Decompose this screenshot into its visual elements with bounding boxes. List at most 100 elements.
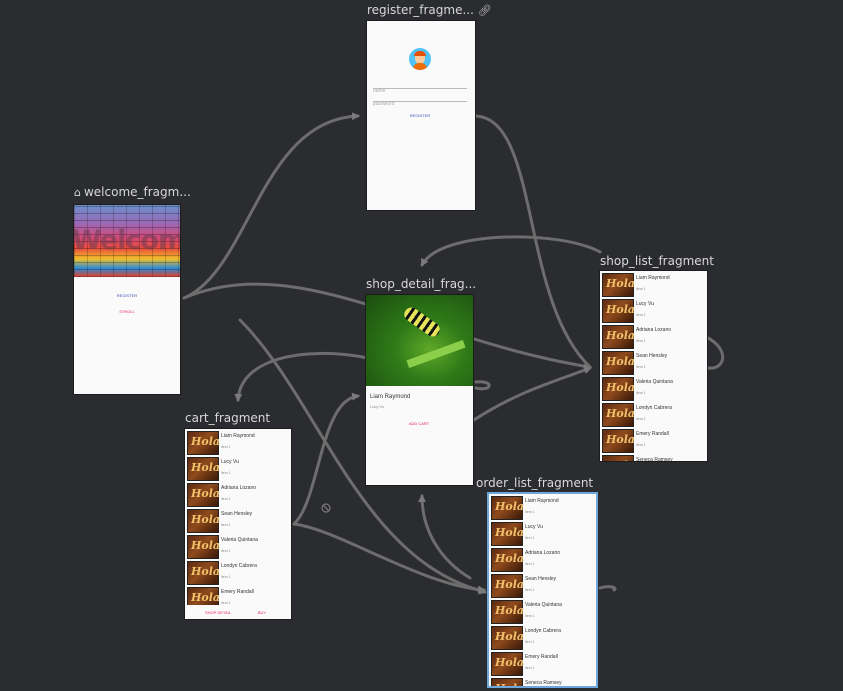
item-subtitle: item 1 (636, 391, 646, 395)
item-name: Lucy Vu (636, 301, 654, 307)
item-name: Lucy Vu (525, 524, 543, 530)
edge-shop-detail-self[interactable] (474, 380, 491, 391)
item-name: Seneca Ramsey (525, 680, 562, 686)
hola-thumbnail: Hola (491, 626, 524, 650)
edge-order-list-self[interactable] (598, 585, 617, 592)
hola-thumbnail: Hola (491, 652, 524, 676)
item-name: Adriana Lozano (636, 327, 672, 333)
password-field[interactable]: password (373, 92, 467, 107)
list-item[interactable]: HolaSeneca Ramseyitem 1 (489, 676, 596, 686)
hola-thumbnail: Hola (602, 429, 635, 453)
item-subtitle: item 1 (221, 549, 231, 553)
item-name: Liam Raymond (525, 498, 559, 504)
edge-register-to-shop-list[interactable] (474, 114, 592, 369)
buy-button[interactable]: BUY (257, 610, 267, 615)
edge-cart-to-order-list[interactable] (292, 522, 486, 594)
edge-shop-detail-to-cart[interactable] (234, 351, 370, 402)
item-name: Liam Raymond (636, 275, 670, 281)
hola-thumbnail: Hola (187, 587, 220, 605)
detail-name: Liam Raymond (370, 394, 411, 400)
cart-fragment-title: cart_fragment (185, 411, 271, 425)
item-subtitle: item 1 (525, 640, 535, 644)
hola-thumbnail: Hola (602, 325, 635, 349)
item-subtitle: item 1 (636, 339, 646, 343)
welcome-fragment[interactable]: Welcome REGISTER STROLL (74, 205, 180, 394)
item-subtitle: item 1 (221, 575, 231, 579)
item-subtitle: item 1 (636, 287, 646, 291)
item-subtitle: item 1 (221, 523, 231, 527)
detail-subtitle: Lucy Vu (370, 404, 385, 409)
list-item[interactable]: HolaSeneca Ramseyitem 1 (600, 453, 707, 461)
item-subtitle: item 1 (636, 417, 646, 421)
register-fragment[interactable]: name password REGISTER (367, 21, 475, 210)
item-subtitle: item 1 (636, 365, 646, 369)
add-cart-button[interactable]: ADD CART (408, 421, 430, 426)
item-subtitle: item 1 (221, 601, 231, 605)
item-name: Emery Randall (221, 589, 254, 595)
hola-thumbnail: Hola (602, 351, 635, 375)
item-subtitle: item 1 (525, 666, 535, 670)
item-name: Liam Raymond (221, 433, 255, 439)
register-button[interactable]: REGISTER (116, 293, 138, 298)
item-name: Sean Hensley (636, 353, 668, 359)
item-subtitle: item 1 (525, 614, 535, 618)
register-button[interactable]: REGISTER (409, 113, 431, 118)
edge-welcome-to-register[interactable] (182, 112, 360, 300)
shop-detail-fragment-title: shop_detail_frag... (366, 277, 477, 291)
edge-shop-list-self[interactable] (706, 336, 725, 370)
item-subtitle: item 1 (525, 588, 535, 592)
hola-thumbnail: Hola (602, 299, 635, 323)
order-list-fragment-title: order_list_fragment (476, 476, 594, 490)
hola-thumbnail: Hola (602, 403, 635, 427)
item-subtitle: item 1 (636, 443, 646, 447)
hola-thumbnail: Hola (187, 509, 220, 533)
edge-shop-detail-to-shop-list[interactable] (472, 366, 592, 422)
item-subtitle: item 1 (221, 445, 231, 449)
shop-detail-button[interactable]: SHOP DETAIL (204, 610, 232, 615)
edge-order-list-to-shop-detail[interactable] (418, 494, 472, 580)
item-name: Londyn Cabrera (221, 563, 257, 569)
pop-behavior-icon (321, 503, 331, 513)
hola-thumbnail: Hola (602, 273, 635, 297)
hola-thumbnail: Hola (491, 600, 524, 624)
hola-thumbnail: Hola (491, 574, 524, 598)
item-name: Valeria Quintana (636, 379, 673, 385)
edge-cart-to-shop-detail[interactable] (292, 392, 360, 526)
item-name: Londyn Cabrera (636, 405, 672, 411)
hola-thumbnail: Hola (491, 496, 524, 520)
edge-shop-list-to-shop-detail[interactable] (420, 235, 602, 267)
name-field[interactable]: name (373, 79, 467, 94)
item-subtitle: item 1 (221, 471, 231, 475)
stroll-button[interactable]: STROLL (119, 309, 135, 314)
hola-thumbnail: Hola (187, 483, 220, 507)
item-name: Valeria Quintana (221, 537, 258, 543)
shop-detail-fragment[interactable]: Liam Raymond Lucy Vu ADD CART (366, 295, 473, 485)
hola-thumbnail: Hola (187, 431, 220, 455)
item-name: Sean Hensley (525, 576, 557, 582)
